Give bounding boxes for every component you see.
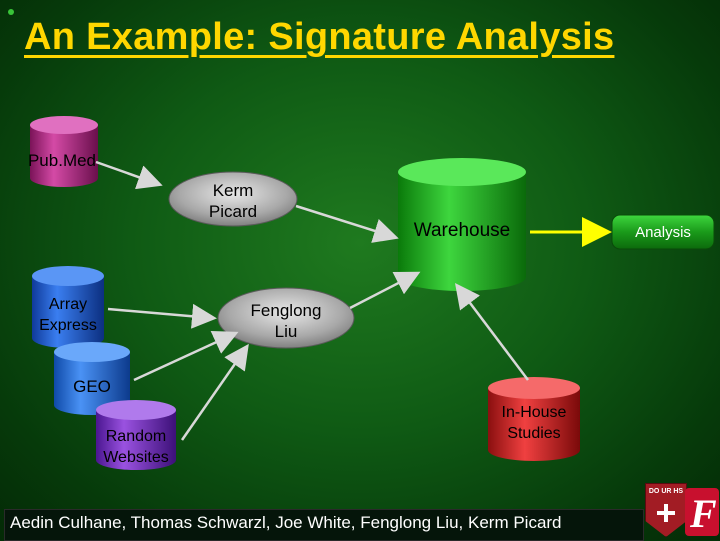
arrow-kerm-to-warehouse bbox=[295, 204, 399, 243]
geo-label: GEO bbox=[73, 377, 111, 396]
cross-icon bbox=[657, 504, 675, 522]
geo-database bbox=[54, 342, 130, 415]
arrow-arrayexpress-to-fenglong bbox=[107, 303, 217, 329]
analysis-box bbox=[611, 214, 715, 250]
bullet-dot bbox=[8, 9, 14, 15]
arrow-geo-to-fenglong bbox=[133, 331, 239, 382]
institute-f-logo: F bbox=[685, 488, 719, 536]
pubmed-database bbox=[30, 116, 98, 187]
f-logo-letter: F bbox=[690, 491, 717, 536]
random-websites-database bbox=[96, 400, 176, 470]
footer-bar bbox=[4, 509, 644, 541]
arrow-fenglong-to-warehouse bbox=[349, 271, 421, 310]
footer-authors: Aedin Culhane, Thomas Schwarzl, Joe Whit… bbox=[10, 513, 562, 532]
shield-text: DO UR HS bbox=[648, 488, 684, 495]
warehouse-label: Warehouse bbox=[413, 220, 511, 241]
kerm-picard-label: Kerm Picard bbox=[208, 181, 258, 221]
array-express-label: Array Express bbox=[39, 296, 97, 334]
arrow-pubmed-to-kerm bbox=[95, 160, 163, 190]
fenglong-liu-label: Fenglong Liu bbox=[250, 301, 322, 341]
arrow-inhouse-to-warehouse bbox=[454, 283, 529, 381]
kerm-picard-process bbox=[168, 171, 298, 227]
pubmed-label: Pub.Med bbox=[27, 151, 97, 170]
arrow-random-to-fenglong bbox=[180, 343, 249, 441]
analysis-label: Analysis bbox=[635, 224, 691, 241]
in-house-studies-database bbox=[488, 377, 580, 461]
random-websites-label: Random Websites bbox=[103, 428, 169, 466]
warehouse-database bbox=[398, 158, 526, 291]
fenglong-liu-process bbox=[217, 287, 355, 349]
in-house-studies-label: In-House Studies bbox=[501, 404, 567, 442]
array-express-database bbox=[32, 266, 104, 348]
slide-title: An Example: Signature Analysis bbox=[24, 16, 615, 58]
